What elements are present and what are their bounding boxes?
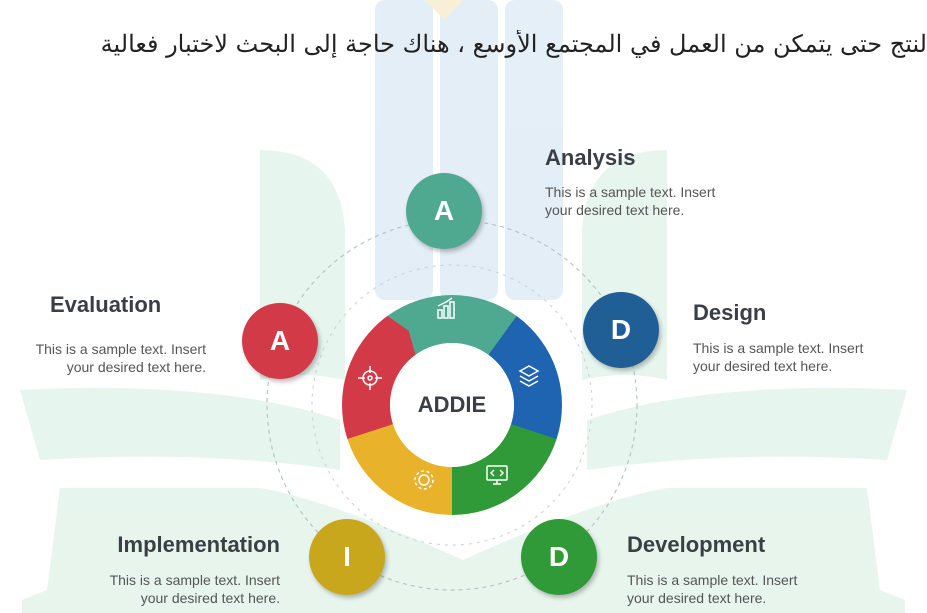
- layers-icon: [518, 365, 540, 387]
- gear-icon: [414, 470, 434, 490]
- implementation-desc-line2: your desired text here.: [140, 590, 280, 606]
- inner-guide-circle: [311, 264, 593, 546]
- center-disk: [390, 343, 514, 467]
- center-label: ADDIE: [417, 392, 487, 417]
- implementation-description: This is a sample text. Insert your desir…: [60, 571, 280, 607]
- implementation-node: I: [309, 519, 385, 595]
- analysis-ring-segment: [387, 295, 517, 355]
- design-node: D: [583, 292, 659, 368]
- target-icon: [358, 366, 382, 390]
- development-description: This is a sample text. Insert your desir…: [627, 571, 797, 607]
- design-title: Design: [693, 300, 767, 325]
- design-letter: D: [610, 314, 632, 345]
- header-text: لنتج حتى يتمكن من العمل في المجتمع الأوس…: [100, 30, 927, 58]
- analysis-desc-line1: This is a sample text. Insert: [545, 184, 716, 200]
- evaluation-desc-line1: This is a sample text. Insert: [35, 341, 206, 357]
- development-desc-line2: your desired text here.: [627, 590, 767, 606]
- design-description: This is a sample text. Insert your desir…: [693, 339, 863, 375]
- evaluation-desc-line2: your desired text here.: [66, 359, 206, 375]
- development-node: D: [521, 519, 597, 595]
- evaluation-description: This is a sample text. Insert your desir…: [0, 340, 206, 376]
- analysis-letter: A: [433, 195, 455, 226]
- analysis-desc-line2: your desired text here.: [545, 202, 685, 218]
- dashed-guide-circle: [266, 219, 638, 591]
- chart-icon: [437, 297, 455, 319]
- monitor-code-icon: [486, 465, 508, 485]
- implementation-ring-segment: [347, 423, 452, 515]
- implementation-letter: I: [343, 541, 351, 572]
- analysis-node: A: [406, 173, 482, 249]
- development-ring-segment: [443, 424, 557, 515]
- evaluation-title: Evaluation: [50, 292, 162, 317]
- design-ring-segment: [488, 316, 562, 440]
- design-desc-line2: your desired text here.: [693, 358, 833, 374]
- evaluation-letter: A: [269, 325, 291, 356]
- development-letter: D: [548, 541, 570, 572]
- development-title: Development: [627, 532, 766, 557]
- implementation-desc-line1: This is a sample text. Insert: [109, 572, 280, 588]
- development-desc-line1: This is a sample text. Insert: [627, 572, 798, 588]
- implementation-title: Implementation: [117, 532, 280, 557]
- design-desc-line1: This is a sample text. Insert: [693, 340, 864, 356]
- analysis-description: This is a sample text. Insert your desir…: [545, 183, 715, 219]
- analysis-title: Analysis: [545, 145, 636, 170]
- evaluation-node: A: [242, 303, 318, 379]
